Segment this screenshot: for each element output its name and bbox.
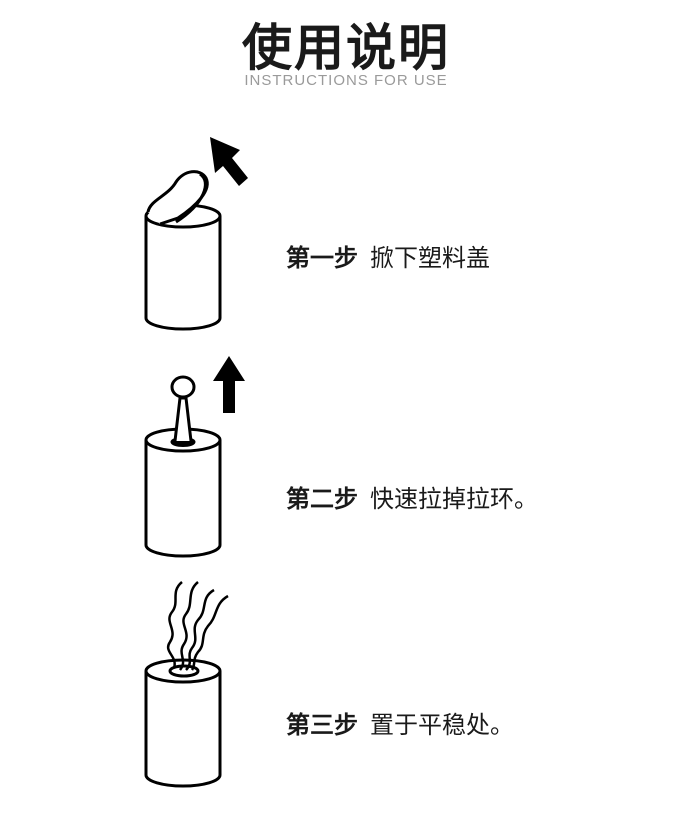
can-smoke-icon [144, 581, 229, 788]
page-subtitle: INSTRUCTIONS FOR USE [244, 72, 448, 89]
step-2: 第二步快速拉掉拉环。 [286, 479, 538, 514]
step-1-label: 第一步 [286, 244, 358, 272]
step-3-text: 置于平稳处。 [370, 711, 514, 739]
step-2-text: 快速拉掉拉环。 [370, 485, 538, 513]
step-2-label: 第二步 [286, 485, 358, 513]
step-3-label: 第三步 [286, 711, 358, 739]
can-lid-removal-icon [144, 137, 248, 331]
arrow-up-left-icon [210, 137, 248, 186]
can-pull-ring-icon [144, 356, 245, 558]
step-1-text: 掀下塑料盖 [370, 244, 490, 272]
page-title: 使用说明 [242, 19, 450, 77]
step-1: 第一步掀下塑料盖 [286, 238, 490, 273]
step-3: 第三步置于平稳处。 [286, 705, 514, 740]
arrow-up-icon [213, 356, 245, 413]
